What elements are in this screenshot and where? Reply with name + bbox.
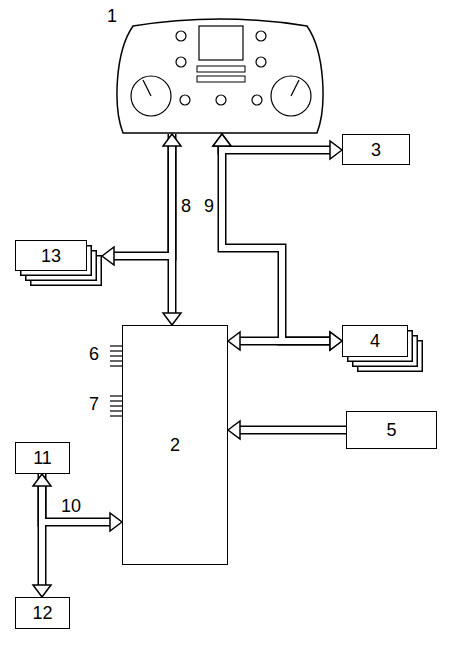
arrowhead bbox=[330, 332, 342, 350]
box-number: 12 bbox=[32, 603, 52, 623]
arrowhead bbox=[163, 313, 181, 325]
module-stack: 13 bbox=[15, 240, 87, 271]
arrowhead bbox=[330, 332, 342, 350]
device-box: 11 bbox=[15, 442, 70, 474]
box-number: 13 bbox=[41, 246, 61, 266]
bus-connector-fill bbox=[222, 145, 331, 150]
dashboard-illustration bbox=[113, 12, 327, 134]
box-number: 3 bbox=[371, 140, 381, 160]
box-number: 11 bbox=[33, 448, 52, 468]
arrowhead bbox=[213, 134, 231, 146]
instrument-cluster: 1 bbox=[113, 12, 327, 134]
arrowhead bbox=[102, 247, 114, 265]
arrowhead bbox=[228, 332, 240, 350]
arrowhead bbox=[213, 134, 231, 146]
arrowhead bbox=[163, 134, 181, 146]
bus-connector bbox=[42, 474, 111, 522]
arrowhead bbox=[330, 141, 342, 159]
box-number: 2 bbox=[170, 435, 180, 455]
bus-connector-fill bbox=[239, 427, 346, 433]
bus-number: 8 bbox=[180, 196, 192, 216]
bus-connector bbox=[113, 134, 172, 256]
device-box: 12 bbox=[15, 597, 70, 629]
bus-connector bbox=[222, 145, 331, 341]
arrowhead bbox=[110, 513, 122, 531]
display-box: 3 bbox=[342, 134, 410, 165]
bus-connector-fill bbox=[239, 338, 331, 344]
bus-number: 9 bbox=[203, 196, 215, 216]
sensor-box: 5 bbox=[346, 411, 437, 449]
bus-connector-fill bbox=[42, 474, 111, 522]
box-number: 5 bbox=[386, 420, 396, 440]
bus-connector-fill bbox=[222, 145, 331, 341]
module-stack: 4 bbox=[342, 325, 408, 357]
bus-connector bbox=[222, 145, 331, 150]
box-number: 4 bbox=[370, 331, 380, 351]
arrowhead bbox=[33, 585, 51, 597]
arrowhead bbox=[33, 474, 51, 486]
pin-lines bbox=[110, 346, 122, 416]
callout-number: 1 bbox=[107, 6, 117, 26]
callout-number: 7 bbox=[88, 394, 100, 414]
bus-connector-fill bbox=[113, 134, 172, 256]
bus-number: 10 bbox=[60, 496, 82, 516]
control-unit: 2 bbox=[122, 325, 228, 565]
callout-number: 6 bbox=[88, 344, 100, 364]
bus-connector bbox=[239, 426, 346, 435]
arrowhead bbox=[228, 421, 240, 439]
